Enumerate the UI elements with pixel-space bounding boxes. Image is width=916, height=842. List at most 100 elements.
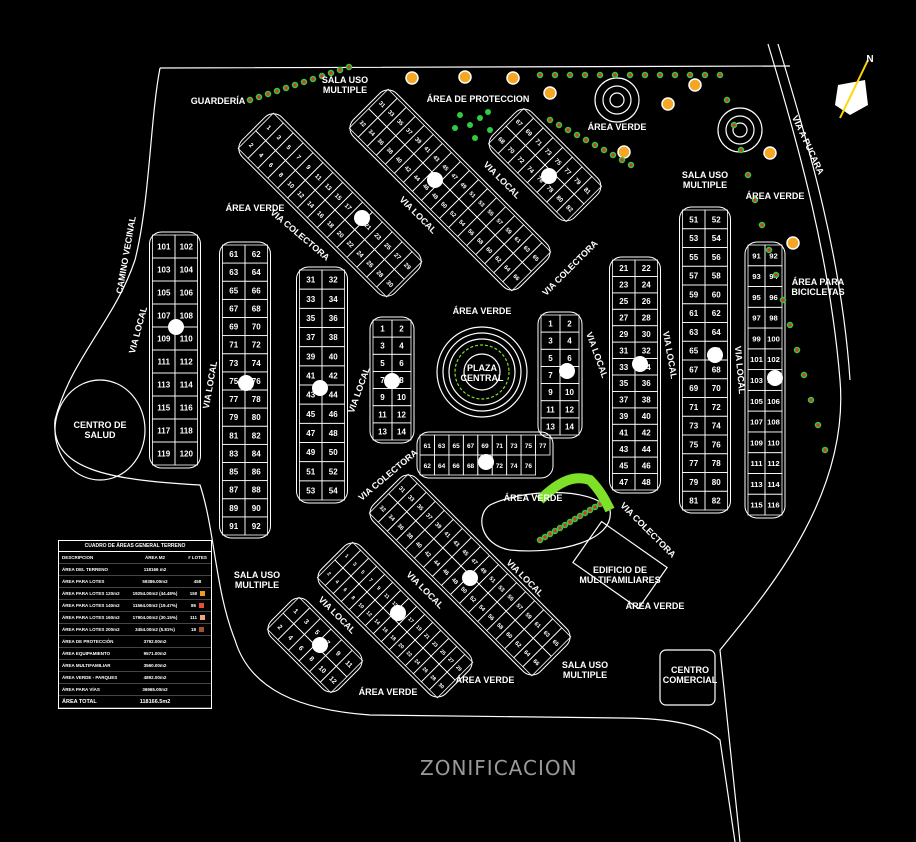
lot-number: 62	[513, 640, 522, 649]
block-outline	[349, 89, 551, 291]
shrub-icon	[318, 72, 326, 80]
lot-number: 33	[619, 363, 628, 372]
lot-number: 37	[404, 128, 413, 137]
lot-cell	[502, 261, 532, 292]
lot-number: 43	[451, 540, 460, 549]
lot-number: 39	[413, 137, 422, 146]
shrub-icon	[336, 66, 344, 74]
block-outline	[744, 241, 786, 519]
shrub-icon	[300, 78, 308, 86]
row-area: 36965.00m2	[142, 687, 168, 692]
lot-number: 55	[486, 209, 495, 218]
lot-number: 81	[582, 186, 592, 196]
lot-number: 101	[750, 355, 763, 364]
lot-number: 78	[545, 185, 555, 195]
lot-number: 89	[229, 504, 238, 513]
lot-number: 100	[767, 334, 780, 343]
row-lots: 18	[190, 627, 196, 632]
lot-number: 82	[564, 204, 574, 214]
area-summary-table: CUADRO DE ÁREAS GENERAL TERRENO DESCRIPC…	[58, 540, 212, 709]
lot-number: 4	[567, 337, 572, 346]
row-description: ÁREA PARA LOTES	[62, 579, 105, 584]
tree-icon	[661, 97, 675, 111]
lot-number: 28	[642, 314, 651, 323]
lot-number: 53	[306, 486, 315, 495]
lot-number: 68	[252, 304, 261, 313]
lot-block-nw-diag: 1234567891011121314151617181920212223242…	[237, 112, 423, 298]
shrub-icon	[821, 446, 829, 454]
lot-cell	[535, 434, 551, 456]
label-area-verde-se2: ÁREA VERDE	[625, 601, 685, 611]
row-area: 17904.00m2 (30.15%)	[132, 615, 178, 620]
north-label: N	[866, 54, 874, 65]
lot-number: 13	[546, 422, 555, 431]
lot-number: 27	[446, 657, 454, 665]
lot-number: 15	[333, 192, 343, 202]
shrub-icon	[564, 126, 572, 134]
lot-number: 40	[414, 541, 423, 550]
lot-number: 18	[325, 220, 335, 230]
lot-number: 10	[397, 393, 406, 402]
lot-number: 65	[551, 639, 560, 648]
shrub-icon	[627, 161, 635, 169]
lot-number: 66	[511, 274, 520, 283]
row-description: ÁREA PARA LOTES 140m2	[62, 603, 120, 608]
row-description: ÁREA EQUIPAMIENTO	[62, 651, 111, 656]
shrub-icon	[582, 136, 590, 144]
lot-number: 118	[180, 427, 193, 436]
lot-number: 71	[689, 403, 698, 412]
row-area: 3560.00m2	[143, 663, 167, 668]
lot-number: 50	[439, 201, 448, 210]
lot-number: 87	[229, 486, 238, 495]
north-arrow-needle	[839, 59, 869, 119]
lot-number: 32	[329, 276, 338, 285]
tree-icon	[405, 71, 419, 85]
lot-number: 74	[712, 422, 721, 431]
table-row: ÁREA PARA LOTES 160m2 17904.00m2 (30.15%…	[59, 612, 211, 624]
lot-number: 67	[229, 304, 238, 313]
lot-number: 112	[767, 459, 779, 468]
shrub-icon	[591, 141, 599, 149]
shrub-icon	[618, 156, 626, 164]
lot-number: 31	[397, 486, 406, 495]
north-arrow-icon	[835, 80, 868, 115]
lot-number: 48	[642, 478, 651, 487]
lot-number: 46	[421, 183, 430, 192]
row-lots-cell: 111	[184, 615, 211, 620]
site-boundary	[54, 65, 791, 842]
lot-number: 61	[533, 621, 542, 630]
block-center-marker	[312, 380, 328, 396]
row-description: ÁREA VERDE - PARQUES	[62, 675, 118, 680]
tree-icon	[763, 146, 777, 160]
label-guarderia: GUARDERÍA	[190, 96, 246, 106]
lot-number: 47	[469, 558, 478, 567]
lot-block-se-diag: 3132333435363738394041424344454647484950…	[368, 473, 572, 677]
lot-number: 58	[475, 237, 484, 246]
lot-number: 103	[157, 266, 171, 275]
lot-number: 30	[384, 279, 394, 289]
shrub-icon	[546, 530, 554, 538]
lot-number: 116	[767, 501, 779, 510]
lot-number: 23	[430, 641, 438, 649]
lot-number: 30	[437, 682, 445, 690]
shrub-icon	[345, 63, 353, 71]
lot-number: 9	[334, 650, 342, 658]
shrub-icon	[546, 116, 554, 124]
lot-number: 28	[375, 269, 385, 279]
lot-number: 109	[157, 335, 171, 344]
lot-number: 96	[769, 293, 778, 302]
lot-number: 108	[767, 418, 780, 427]
lot-number: 37	[424, 513, 433, 522]
table-row: ÁREA VERDE - PARQUES 4892.00m2	[59, 672, 211, 684]
lot-number: 44	[412, 174, 421, 183]
lot-number: 17	[406, 616, 414, 624]
lot-number: 72	[252, 341, 261, 350]
lot-number: 13	[378, 427, 387, 436]
shrub-icon	[556, 524, 564, 532]
lot-number: 9	[375, 585, 381, 591]
lot-number: 20	[397, 642, 405, 650]
lot-number: 26	[642, 297, 651, 306]
shrub-icon	[573, 131, 581, 139]
